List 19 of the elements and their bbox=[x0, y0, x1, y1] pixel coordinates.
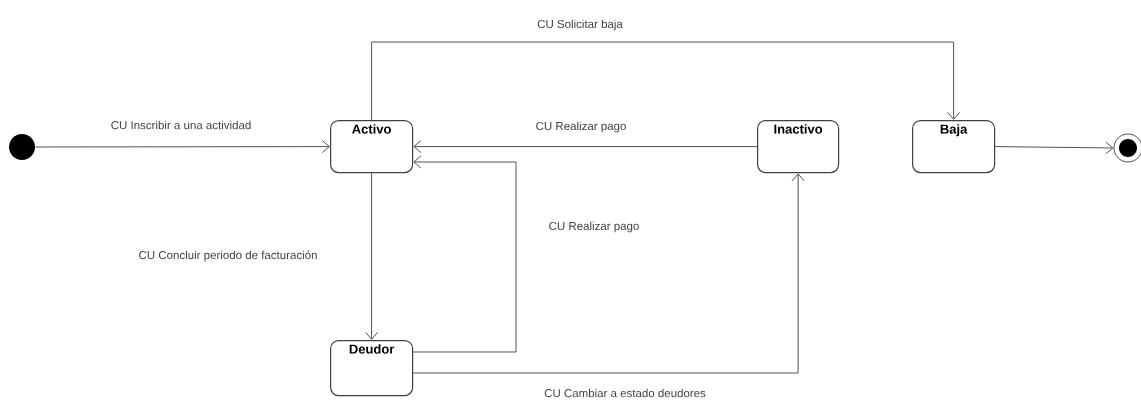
state-box: Inactivo bbox=[757, 120, 840, 174]
state-box: Deudor bbox=[330, 340, 414, 397]
transition-arrow bbox=[371, 41, 961, 121]
edge-label: CU Cambiar a estado deudores bbox=[543, 387, 707, 399]
transition-arrow bbox=[34, 140, 330, 154]
edge-label: CU Realizar pago bbox=[547, 220, 641, 234]
edge-label: CU Realizar pago bbox=[534, 120, 628, 134]
transition-arrow bbox=[412, 155, 517, 353]
edge-label: CU Solicitar baja bbox=[536, 18, 624, 32]
transition-arrow bbox=[365, 172, 379, 340]
state-box: Activo bbox=[330, 120, 414, 174]
state-box: Baja bbox=[912, 120, 996, 174]
transition-arrow bbox=[412, 173, 805, 374]
transition-arrow bbox=[994, 141, 1114, 155]
edge-label: CU Concluir periodo de facturación bbox=[137, 249, 319, 263]
transition-arrow bbox=[413, 140, 758, 154]
initial-state bbox=[9, 134, 35, 160]
edge-label: CU Inscribir a una actividad bbox=[109, 119, 253, 131]
final-state bbox=[1113, 133, 1141, 163]
